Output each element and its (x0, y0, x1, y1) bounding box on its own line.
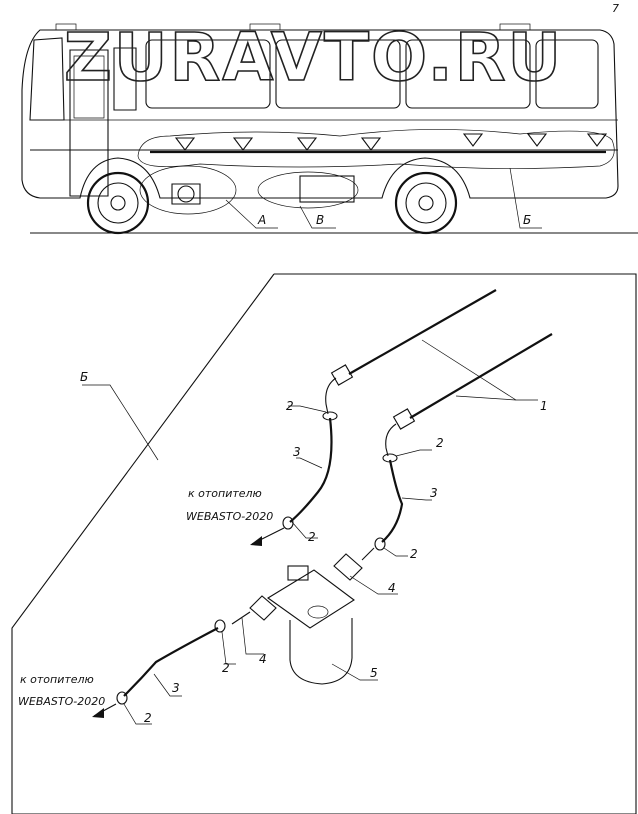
filter-bowl (289, 618, 353, 685)
part-label-3: 3 (293, 445, 301, 459)
hose-3-lower (123, 627, 219, 697)
leader-1a (421, 339, 538, 401)
fuel-filter (267, 565, 355, 685)
leader-5 (331, 663, 378, 681)
filter-unit (171, 183, 201, 205)
filter-top-nut (287, 565, 309, 581)
arrow-head-icon (250, 536, 262, 546)
front-wheel (86, 171, 150, 235)
bus-body (21, 29, 619, 199)
part-label-2: 2 (222, 661, 230, 675)
leader-2 (221, 631, 236, 665)
hose-3-right (381, 459, 404, 543)
fitting-4-nipple (361, 547, 375, 561)
callout-b: Б (523, 213, 531, 227)
door-window (73, 55, 105, 119)
clamp-2 (374, 537, 386, 551)
bend-1b (385, 423, 397, 457)
part-label-2: 2 (436, 436, 444, 450)
detail-b-view: Б 1 2 3 2 2 3 2 (11, 273, 637, 814)
leader-a (225, 199, 278, 229)
leader-4 (241, 617, 264, 655)
leader-2 (383, 547, 408, 557)
part-label-5: 5 (370, 666, 378, 680)
callout-v: В (316, 213, 324, 227)
nozzles (174, 133, 608, 151)
leader-1b (455, 395, 517, 401)
fitting-4 (333, 553, 363, 581)
leader-3 (296, 457, 323, 469)
hose-3-left (289, 417, 333, 523)
corner-mark: 7 (612, 2, 619, 15)
bend-1a (325, 377, 337, 415)
leader-4 (349, 575, 398, 595)
fitting-4 (249, 595, 277, 621)
part-label-2: 2 (410, 547, 418, 561)
clamp-2 (214, 619, 226, 633)
leader-2 (291, 521, 318, 539)
arrow-head-icon (92, 708, 104, 718)
filter-head (267, 569, 355, 629)
window-1 (145, 39, 271, 109)
fitting-1a (330, 364, 354, 386)
roof-hatch (249, 23, 281, 31)
callout-a: А (257, 213, 266, 227)
window-3 (405, 39, 531, 109)
part-label-3: 3 (430, 486, 438, 500)
part-label-3: 3 (172, 681, 180, 695)
tube-1b (409, 333, 553, 419)
part-label-2: 2 (308, 530, 316, 544)
detail-frame (11, 273, 637, 814)
watermark: ZURAVTO.RU (64, 19, 563, 96)
clamp-2 (282, 516, 294, 530)
tube-1a (348, 289, 497, 375)
part-label-4: 4 (388, 581, 396, 595)
leader-3 (153, 673, 182, 697)
detail-outline-v (257, 171, 359, 209)
clamp-2 (322, 411, 338, 421)
part-label-1: 1 (540, 399, 548, 413)
windscreen (29, 37, 65, 121)
leader-b (509, 167, 542, 229)
part-label-2: 2 (144, 711, 152, 725)
fuel-tank (299, 175, 355, 203)
roof-hatch (55, 23, 77, 31)
leader-detail-b (82, 384, 159, 461)
detail-callout-b: Б (80, 370, 88, 384)
destination-line-2: WEBASTO-2020 (18, 695, 105, 708)
bus-side-view: А В Б (21, 23, 638, 235)
part-label-4: 4 (259, 652, 267, 666)
driver-window (113, 47, 137, 111)
leader-3 (401, 497, 432, 501)
leader-2 (123, 703, 152, 725)
leader-v (299, 205, 336, 229)
destination-line-1: к отопителю (20, 673, 94, 686)
window-4 (535, 39, 599, 109)
fitting-1b (392, 408, 416, 430)
leader-2 (395, 449, 432, 457)
detail-outline-b (137, 129, 615, 169)
clamp-2 (382, 453, 398, 463)
destination-line-1: к отопителю (188, 487, 262, 500)
leader-2 (288, 405, 327, 413)
filter-port (307, 605, 329, 619)
destination-line-2: WEBASTO-2020 (186, 510, 273, 523)
rear-wheel (394, 171, 458, 235)
detail-outline-a (139, 165, 237, 215)
roof-hatch (499, 23, 531, 31)
window-2 (275, 39, 401, 109)
front-door (69, 49, 109, 197)
fitting-4-nipple (231, 611, 251, 625)
filter-cap (177, 185, 195, 203)
part-label-2: 2 (286, 399, 294, 413)
clamp-2 (116, 691, 128, 705)
